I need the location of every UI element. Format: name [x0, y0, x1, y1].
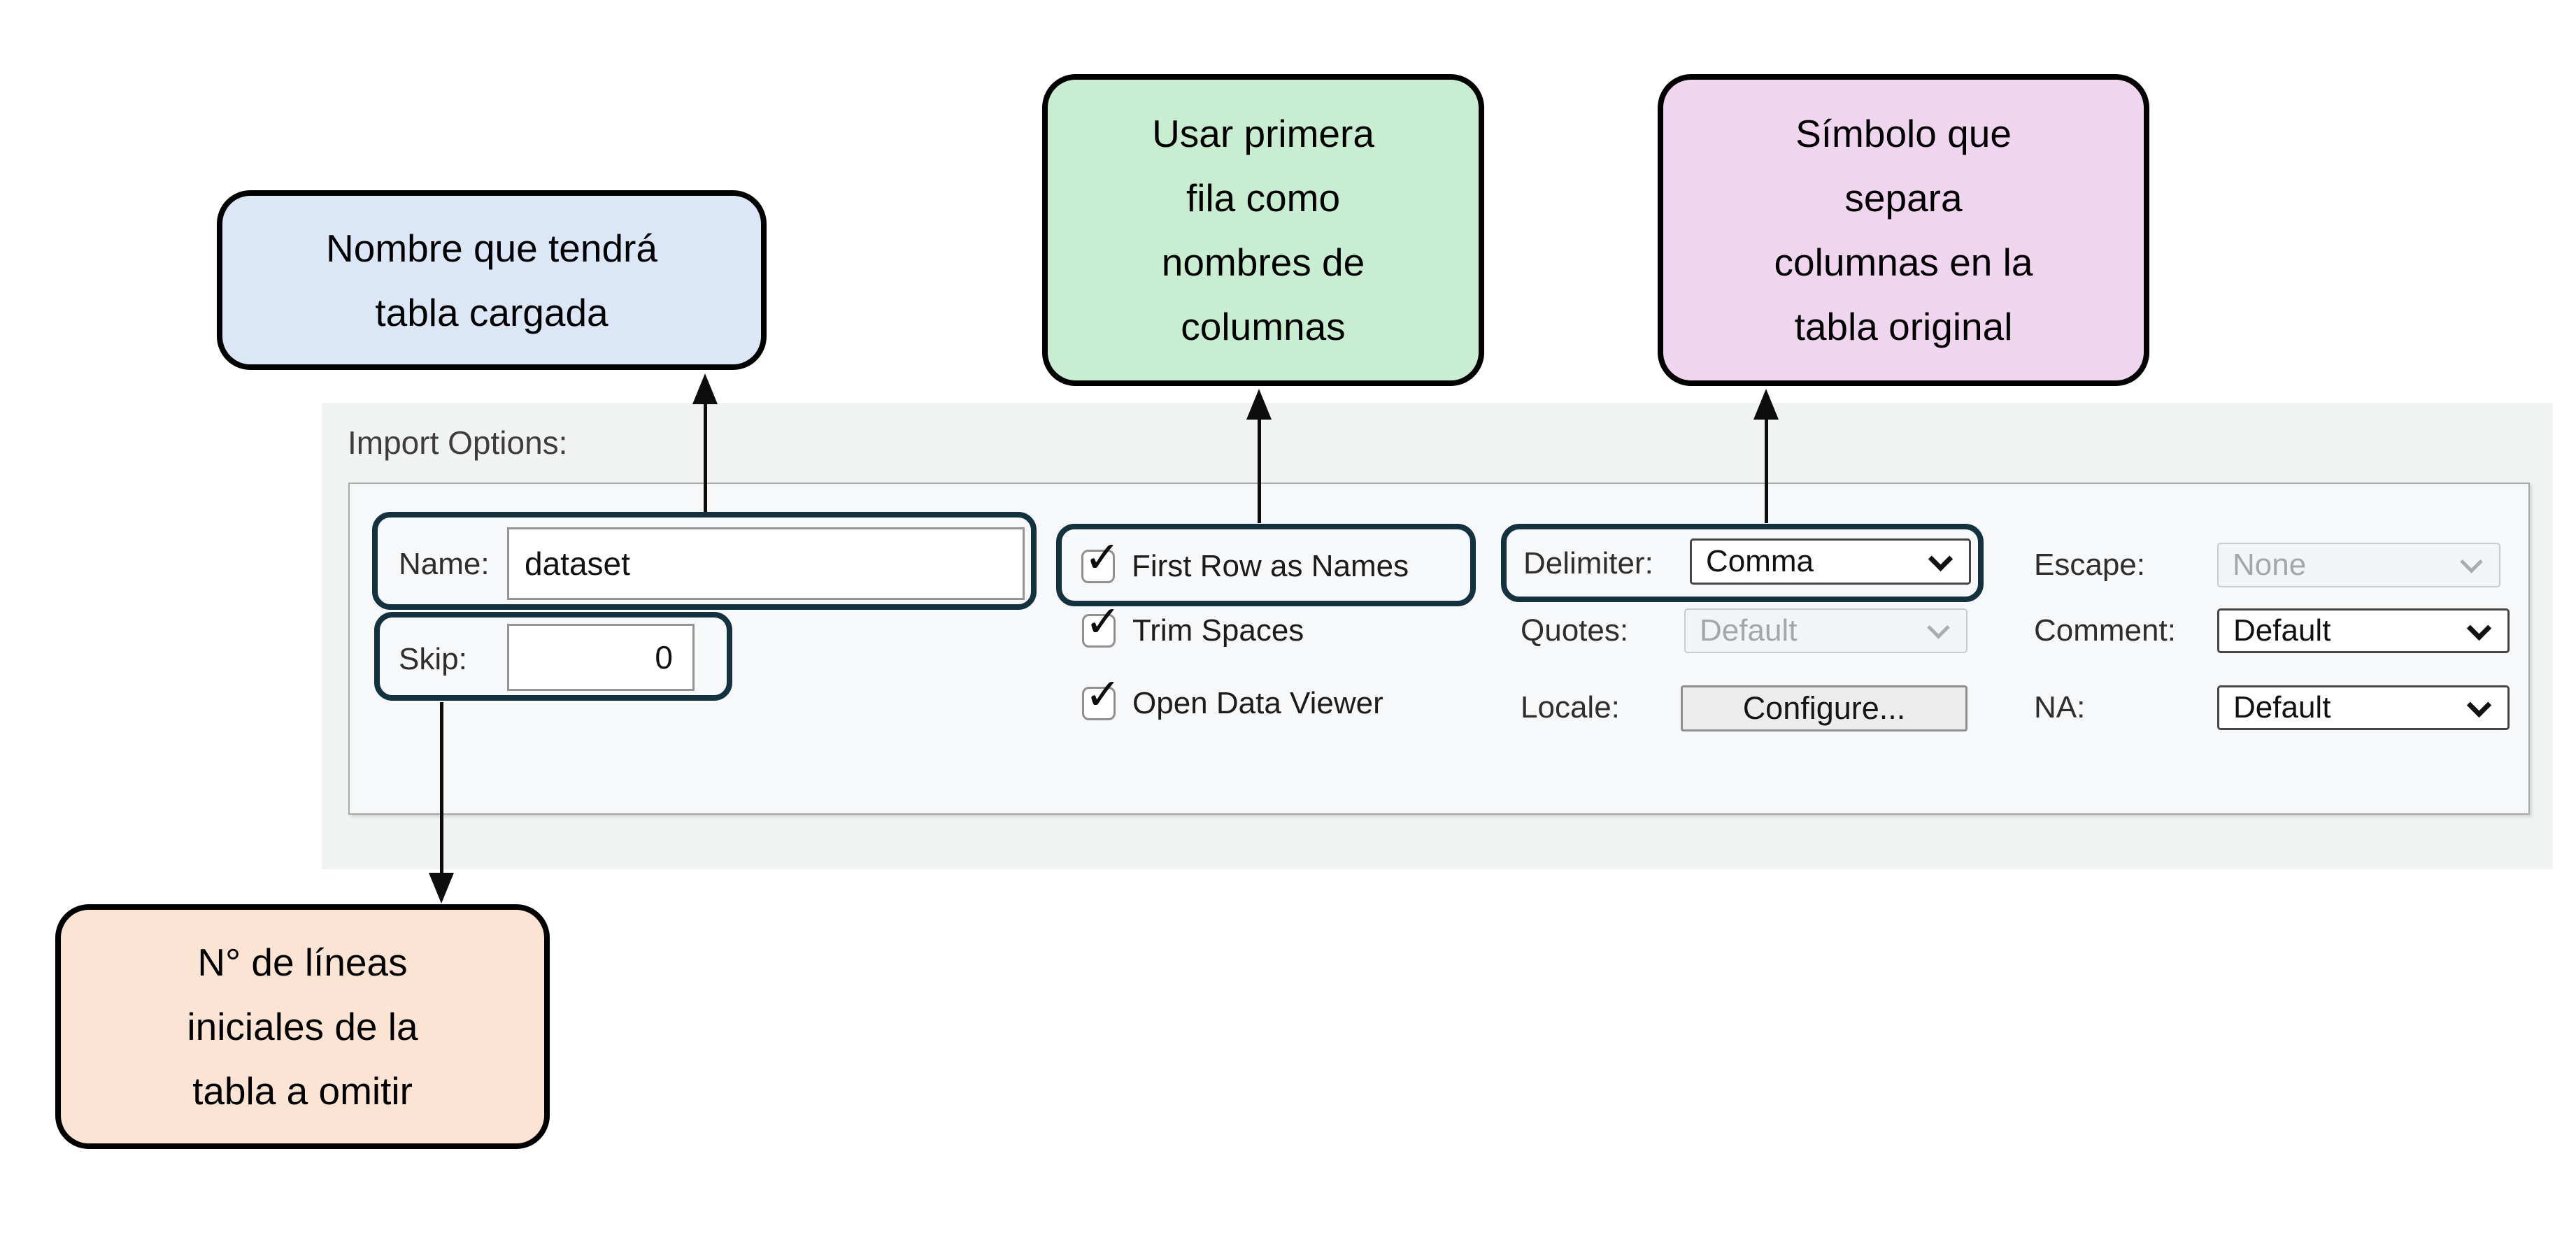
arrow-line — [704, 401, 707, 512]
delimiter-select[interactable]: Comma — [1690, 538, 1971, 585]
open-data-viewer-checkbox[interactable]: ✓ — [1082, 673, 1121, 720]
name-field-highlight: Name: — [372, 512, 1037, 610]
callout-text-line: tabla cargada — [375, 290, 609, 334]
name-input[interactable] — [507, 527, 1025, 600]
chevron-down-icon — [2466, 692, 2492, 718]
first-row-as-names-highlight: ✓ First Row as Names — [1056, 524, 1476, 606]
panel-title: Import Options: — [348, 424, 568, 461]
import-options-panel: Import Options: Name: Skip: ✓ First Row … — [322, 403, 2553, 869]
escape-select: None — [2217, 543, 2500, 587]
delimiter-field-highlight: Delimiter: Comma — [1501, 524, 1984, 602]
arrow-line — [440, 702, 443, 874]
escape-label: Escape: — [2034, 548, 2145, 582]
callout-text-line: iniciales de la — [187, 1005, 418, 1048]
callout-text-line: columnas — [1181, 305, 1346, 348]
callout-text-line: nombres de — [1161, 241, 1365, 284]
arrow-up-icon — [692, 373, 718, 404]
callout-text-line: N° de líneas — [197, 941, 408, 984]
arrow-line — [1258, 417, 1261, 523]
na-value: Default — [2233, 690, 2331, 724]
skip-callout: N° de líneas iniciales de la tabla a omi… — [55, 904, 550, 1149]
chevron-down-icon — [2460, 550, 2483, 573]
arrow-line — [1765, 417, 1768, 523]
skip-field-highlight: Skip: — [374, 612, 732, 701]
locale-configure-button[interactable]: Configure... — [1681, 685, 1967, 731]
checkmark-icon: ✓ — [1085, 671, 1121, 719]
arrow-up-icon — [1246, 389, 1272, 420]
callout-text-line: Usar primera — [1152, 112, 1374, 155]
callout-text-line: columnas en la — [1774, 241, 2033, 284]
name-label: Name: — [399, 547, 490, 581]
delimiter-value: Comma — [1706, 544, 1814, 578]
arrow-down-icon — [429, 873, 454, 904]
na-label: NA: — [2034, 690, 2086, 724]
callout-text-line: Símbolo que — [1795, 112, 2012, 155]
skip-label: Skip: — [399, 642, 467, 676]
callout-text-line: tabla a omitir — [192, 1069, 413, 1113]
delimiter-callout: Símbolo que separa columnas en la tabla … — [1658, 74, 2149, 386]
trim-spaces-label: Trim Spaces — [1132, 613, 1304, 648]
import-options-inner-panel: Name: Skip: ✓ First Row as Names — [348, 483, 2530, 815]
na-select[interactable]: Default — [2217, 685, 2510, 730]
name-callout: Nombre que tendrá tabla cargada — [217, 190, 767, 370]
callout-text-line: tabla original — [1794, 305, 2013, 348]
quotes-label: Quotes: — [1521, 613, 1629, 648]
escape-value: None — [2233, 548, 2307, 582]
checkmark-icon: ✓ — [1085, 598, 1121, 646]
first-row-as-names-checkbox[interactable]: ✓ — [1081, 536, 1120, 583]
comment-value: Default — [2233, 613, 2331, 648]
locale-label: Locale: — [1521, 690, 1620, 724]
callout-text-line: fila como — [1186, 176, 1341, 220]
quotes-select: Default — [1684, 608, 1967, 653]
arrow-up-icon — [1753, 389, 1779, 420]
open-data-viewer-label: Open Data Viewer — [1132, 686, 1383, 720]
delimiter-label: Delimiter: — [1523, 546, 1653, 580]
quotes-value: Default — [1700, 613, 1798, 648]
comment-label: Comment: — [2034, 613, 2176, 648]
first-row-callout: Usar primera fila como nombres de column… — [1042, 74, 1484, 386]
callout-text-line: Nombre que tendrá — [326, 226, 657, 270]
callout-text-line: separa — [1844, 176, 1963, 220]
chevron-down-icon — [1928, 546, 1954, 572]
first-row-as-names-label: First Row as Names — [1132, 549, 1409, 583]
chevron-down-icon — [1927, 616, 1950, 639]
comment-select[interactable]: Default — [2217, 608, 2510, 653]
trim-spaces-checkbox[interactable]: ✓ — [1082, 601, 1121, 648]
skip-input[interactable] — [507, 624, 695, 691]
checkmark-icon: ✓ — [1084, 534, 1120, 582]
chevron-down-icon — [2466, 615, 2492, 641]
